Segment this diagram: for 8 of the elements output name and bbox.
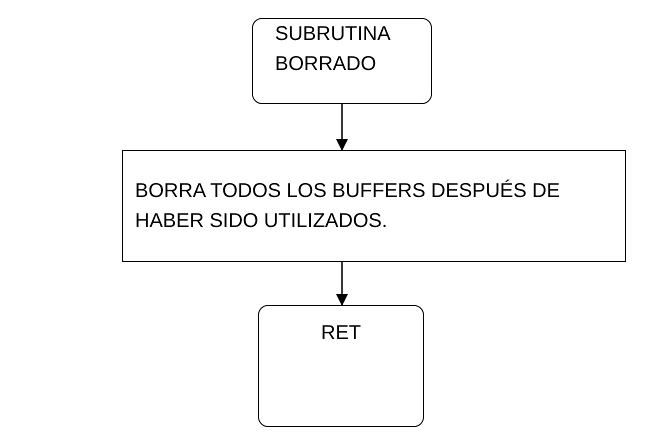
arrow — [336, 262, 348, 306]
process-box — [122, 150, 626, 262]
node-text: SUBRUTINA BORRADO — [275, 22, 391, 77]
process-box — [258, 305, 424, 427]
process-box — [252, 18, 432, 104]
arrow — [336, 104, 348, 151]
node-text: BORRA TODOS LOS BUFFERS DESPUÉS DE HABER SIDO UTILIZADOS. — [135, 178, 561, 234]
node-text: RET — [321, 321, 361, 346]
